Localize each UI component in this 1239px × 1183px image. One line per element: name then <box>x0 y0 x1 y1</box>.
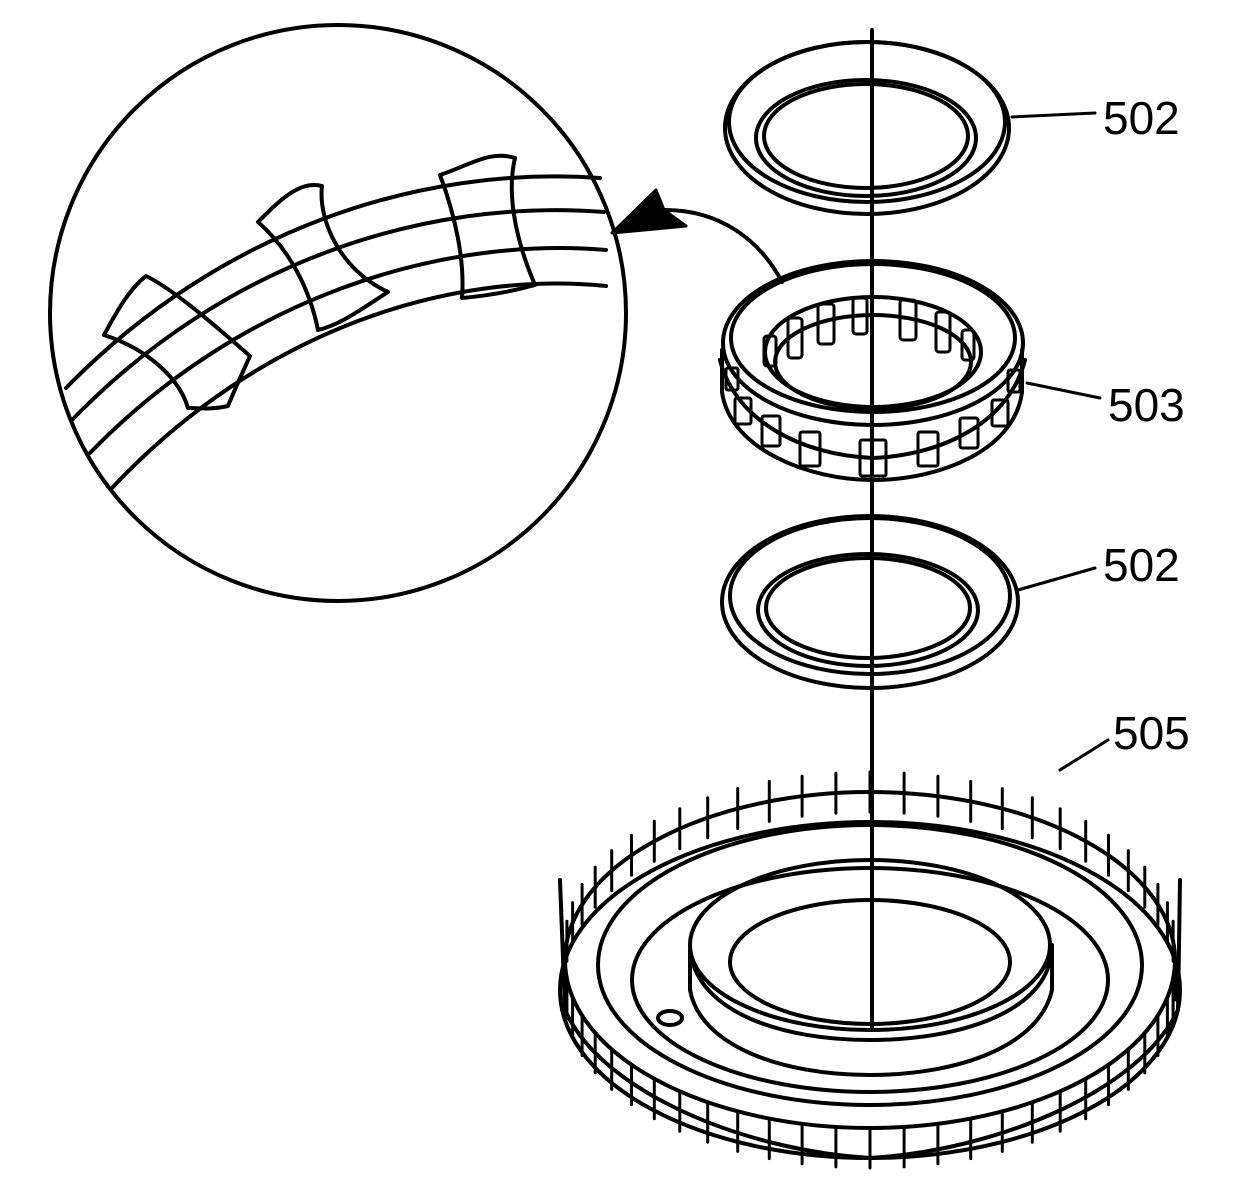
roller-bearing <box>718 259 1102 482</box>
callout-502-top: 502 <box>1103 92 1180 144</box>
detail-ring-arcs <box>64 174 608 490</box>
detail-cage-tabs <box>102 153 537 411</box>
callout-502-bottom: 502 <box>1103 539 1180 591</box>
callout-505: 505 <box>1113 707 1190 759</box>
pointer-arrow-icon <box>610 188 784 284</box>
thrust-washer-bottom <box>720 514 1097 690</box>
bearing-outer-rollers <box>724 366 1022 478</box>
sun-gear-shell <box>558 738 1182 1170</box>
thrust-washer-top <box>723 40 1097 216</box>
bearing-inner-rollers <box>762 296 976 368</box>
callout-503: 503 <box>1108 379 1185 431</box>
detail-view <box>48 23 628 603</box>
shell-spline-teeth <box>563 770 1177 1170</box>
detail-magnifier-circle <box>48 23 628 603</box>
